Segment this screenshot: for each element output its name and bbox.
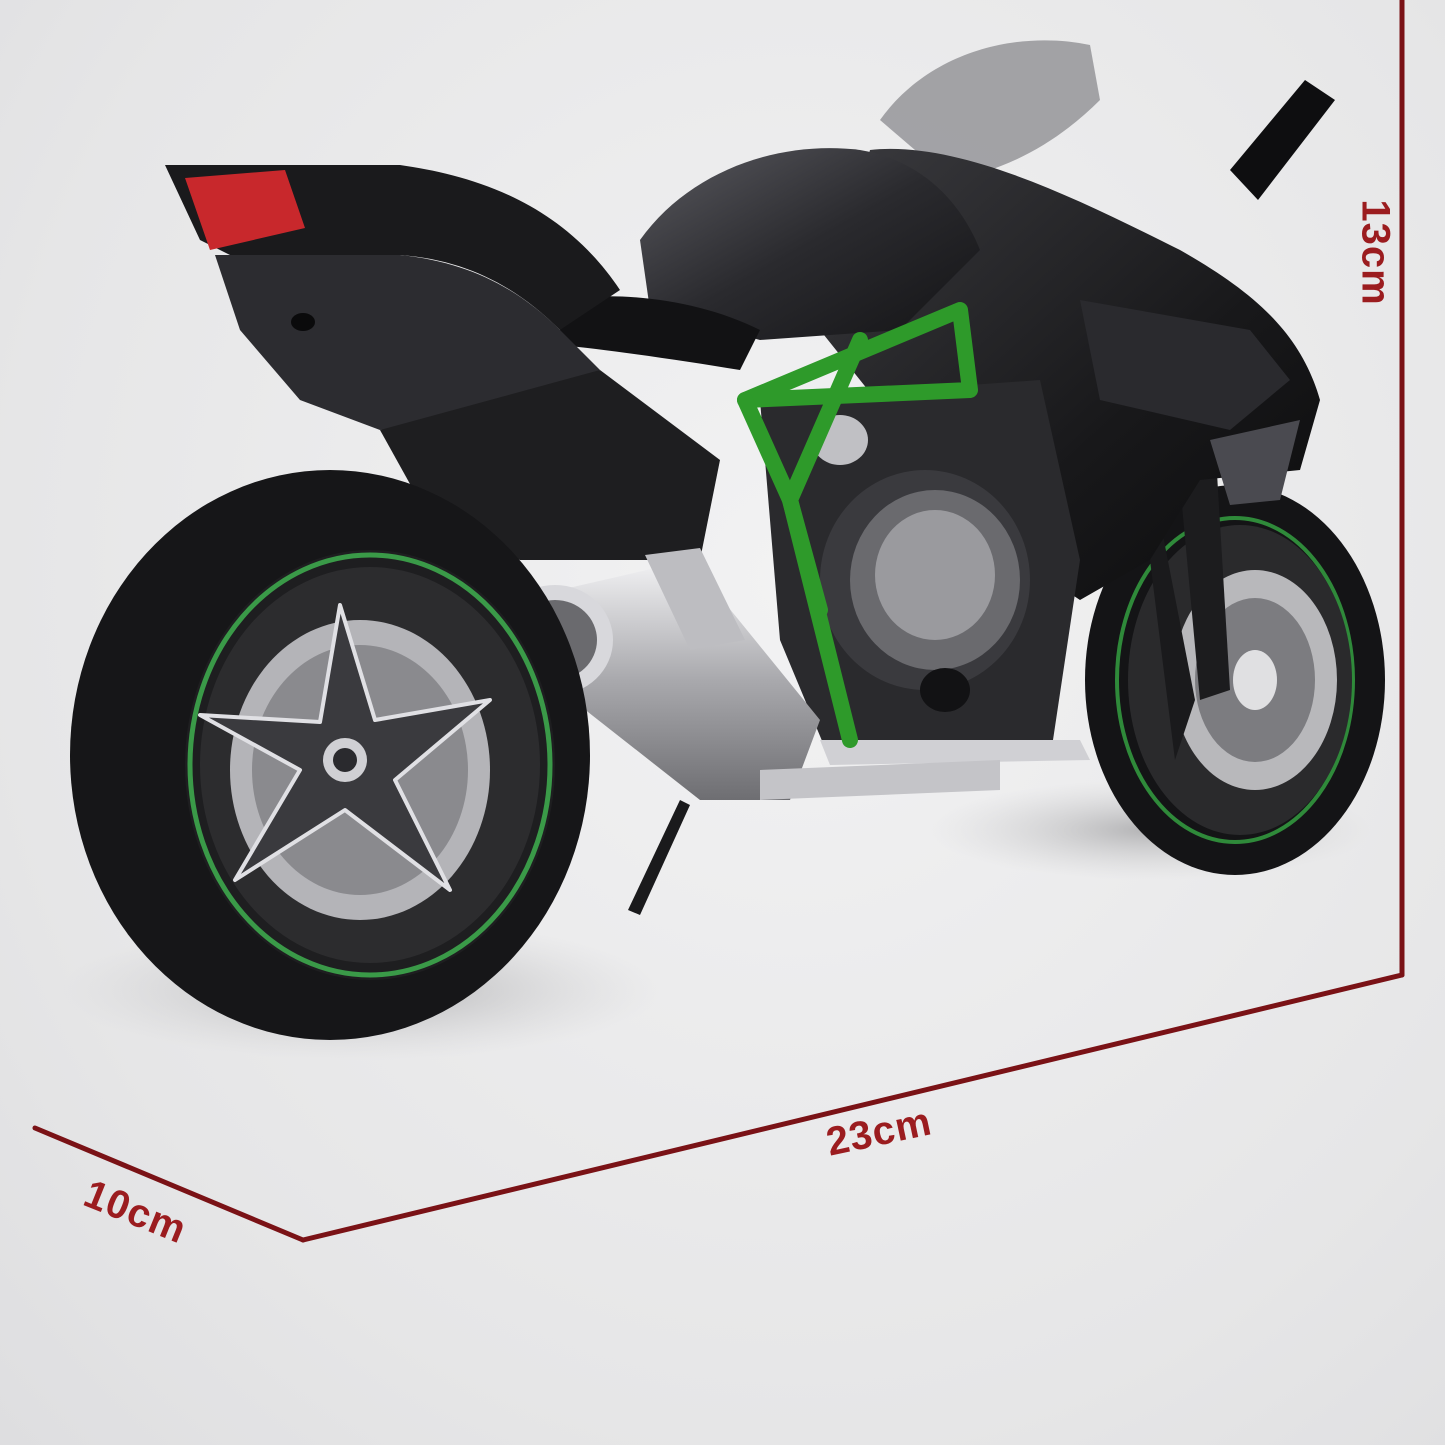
dimension-lines bbox=[32, 0, 1405, 1243]
mirror bbox=[1230, 80, 1335, 200]
engine bbox=[760, 380, 1090, 765]
carbon-panel bbox=[1210, 420, 1300, 505]
length-dimension-line bbox=[300, 972, 1405, 1243]
rear-wheel bbox=[70, 470, 590, 1040]
green-trellis-frame bbox=[737, 302, 978, 748]
tail-light bbox=[185, 170, 305, 250]
height-label: 13cm bbox=[1353, 199, 1398, 306]
front-wheel bbox=[1085, 485, 1385, 875]
width-dimension-line bbox=[32, 1125, 306, 1243]
